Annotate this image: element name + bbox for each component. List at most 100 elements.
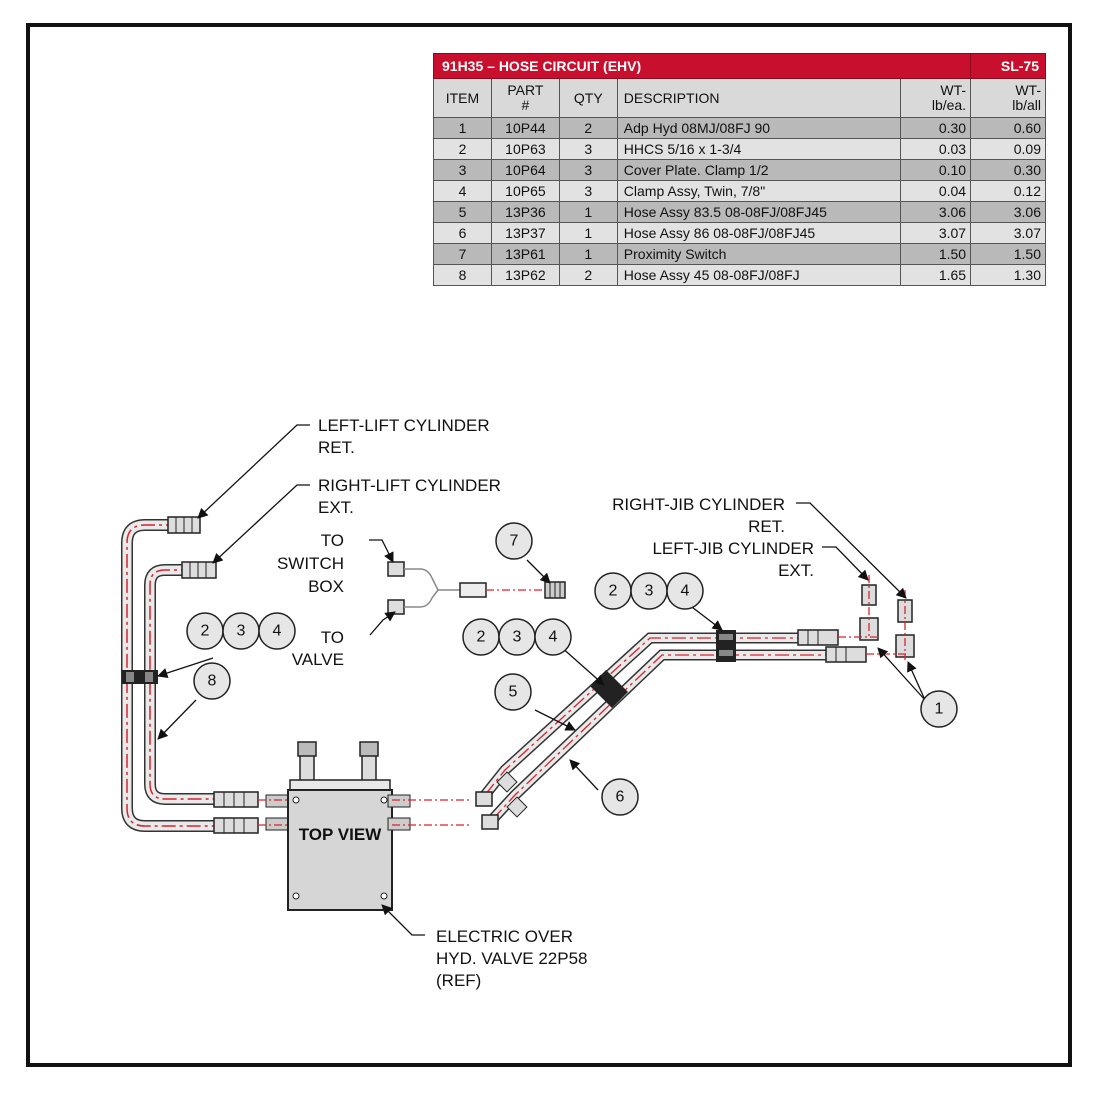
balloon-2-left: 2 <box>186 612 224 650</box>
parts-table: 91H35 – HOSE CIRCUIT (EHV) SL-75 ITEM PA… <box>432 53 1046 286</box>
cell-qty: 2 <box>558 264 618 286</box>
right-jib-line2: RET. <box>748 517 785 536</box>
callout-left-jib: LEFT-JIB CYLINDER EXT. <box>652 539 814 580</box>
right-jib-line1: RIGHT-JIB CYLINDER <box>612 495 785 514</box>
svg-text:5: 5 <box>509 684 518 701</box>
header-part-line2: # <box>521 97 530 113</box>
balloon-4-left: 4 <box>258 612 296 650</box>
svg-text:4: 4 <box>549 629 558 646</box>
table-row: 7 13P61 1 Proximity Switch 1.50 1.50 <box>433 243 1046 265</box>
cell-wt-each: 0.30 <box>900 117 972 139</box>
cell-part: 10P63 <box>490 138 560 160</box>
right-lift-line1: RIGHT-LIFT CYLINDER <box>318 476 501 495</box>
cell-item: 2 <box>433 138 492 160</box>
header-wt-all: WT-lb/all <box>970 78 1046 118</box>
table-row: 5 13P36 1 Hose Assy 83.5 08-08FJ/08FJ45 … <box>433 201 1046 223</box>
cell-wt-each: 1.65 <box>900 264 972 286</box>
to-valve-line1: TO <box>321 628 344 647</box>
cell-wt-all: 0.09 <box>970 138 1046 160</box>
table-row: 2 10P63 3 HHCS 5/16 x 1-3/4 0.03 0.09 <box>433 138 1046 160</box>
cell-description: Cover Plate. Clamp 1/2 <box>616 159 902 181</box>
svg-text:4: 4 <box>681 583 690 600</box>
cell-qty: 2 <box>558 117 618 139</box>
leader-lines <box>157 424 926 936</box>
cell-item: 6 <box>433 222 492 244</box>
callout-to-switch-box: TO SWITCH BOX <box>277 531 344 596</box>
svg-text:4: 4 <box>273 623 282 640</box>
left-hose-clamp <box>122 670 158 684</box>
cell-qty: 1 <box>558 201 618 223</box>
valve-line3: (REF) <box>436 971 481 990</box>
callout-right-lift: RIGHT-LIFT CYLINDER EXT. <box>318 476 501 517</box>
proximity-switch-assembly <box>387 561 566 615</box>
jib-adapters <box>838 575 915 660</box>
left-jib-line2: EXT. <box>778 561 814 580</box>
balloon-2-middle: 2 <box>462 618 500 656</box>
valve-fitting-left <box>213 791 290 834</box>
balloon-4-right: 4 <box>666 572 704 610</box>
header-wt-each-line2: lb/ea. <box>931 97 967 113</box>
svg-text:2: 2 <box>201 623 210 640</box>
jib-hoses <box>480 632 830 824</box>
balloon-8: 8 <box>193 662 231 700</box>
cell-qty: 1 <box>558 243 618 265</box>
top-view-label: TOP VIEW <box>299 825 382 844</box>
svg-text:3: 3 <box>237 623 246 640</box>
header-part: PART# <box>490 78 560 118</box>
balloon-6: 6 <box>601 778 639 816</box>
table-row: 6 13P37 1 Hose Assy 86 08-08FJ/08FJ45 3.… <box>433 222 1046 244</box>
svg-text:2: 2 <box>609 583 618 600</box>
callout-left-lift: LEFT-LIFT CYLINDER RET. <box>318 416 490 457</box>
to-switch-line1: TO <box>321 531 344 550</box>
cell-part: 10P65 <box>490 180 560 202</box>
cell-description: Hose Assy 83.5 08-08FJ/08FJ45 <box>616 201 902 223</box>
jib-hose-fittings <box>475 629 867 830</box>
cell-part: 13P62 <box>490 264 560 286</box>
cell-wt-all: 3.06 <box>970 201 1046 223</box>
cell-wt-all: 0.60 <box>970 117 1046 139</box>
cell-description: Hose Assy 86 08-08FJ/08FJ45 <box>616 222 902 244</box>
left-lift-line1: LEFT-LIFT CYLINDER <box>318 416 490 435</box>
cell-wt-each: 3.07 <box>900 222 972 244</box>
cell-wt-each: 1.50 <box>900 243 972 265</box>
hydraulic-valve: TOP VIEW <box>287 741 470 911</box>
cell-wt-all: 0.12 <box>970 180 1046 202</box>
svg-text:6: 6 <box>616 789 625 806</box>
header-description: DESCRIPTION <box>616 78 902 118</box>
header-wt-all-line1: WT- <box>1015 82 1041 98</box>
balloon-1: 1 <box>920 690 958 728</box>
cell-description: Hose Assy 45 08-08FJ/08FJ <box>616 264 902 286</box>
cell-part: 13P37 <box>490 222 560 244</box>
cell-description: HHCS 5/16 x 1-3/4 <box>616 138 902 160</box>
right-lift-line2: EXT. <box>318 498 354 517</box>
cell-description: Adp Hyd 08MJ/08FJ 90 <box>616 117 902 139</box>
valve-line1: ELECTRIC OVER <box>436 927 573 946</box>
table-header-row: ITEM PART# QTY DESCRIPTION WT-lb/ea. WT-… <box>433 78 1046 118</box>
svg-text:3: 3 <box>513 629 522 646</box>
balloon-2-right: 2 <box>594 572 632 610</box>
table-title-row: 91H35 – HOSE CIRCUIT (EHV) SL-75 <box>432 53 1046 79</box>
hose-fitting-top-2 <box>181 561 217 579</box>
svg-text:2: 2 <box>477 629 486 646</box>
svg-text:3: 3 <box>645 583 654 600</box>
cell-wt-all: 1.30 <box>970 264 1046 286</box>
balloon-4-middle: 4 <box>534 618 572 656</box>
callout-right-jib: RIGHT-JIB CYLINDER RET. <box>612 495 785 536</box>
cell-wt-all: 1.50 <box>970 243 1046 265</box>
header-wt-each: WT-lb/ea. <box>900 78 972 118</box>
balloon-7: 7 <box>495 522 533 560</box>
valve-line2: HYD. VALVE 22P58 <box>436 949 588 968</box>
svg-text:8: 8 <box>208 673 217 690</box>
table-row: 8 13P62 2 Hose Assy 45 08-08FJ/08FJ 1.65… <box>433 264 1046 286</box>
jib-hose-clamp-diag <box>590 670 628 708</box>
cell-item: 1 <box>433 117 492 139</box>
cell-part: 13P36 <box>490 201 560 223</box>
cell-item: 5 <box>433 201 492 223</box>
table-code: SL-75 <box>970 53 1046 79</box>
table-row: 3 10P64 3 Cover Plate. Clamp 1/2 0.10 0.… <box>433 159 1046 181</box>
table-row: 1 10P44 2 Adp Hyd 08MJ/08FJ 90 0.30 0.60 <box>433 117 1046 139</box>
balloon-3-middle: 3 <box>498 618 536 656</box>
hose-fitting-top-1 <box>167 516 201 534</box>
callout-to-valve: TO VALVE <box>292 628 344 669</box>
